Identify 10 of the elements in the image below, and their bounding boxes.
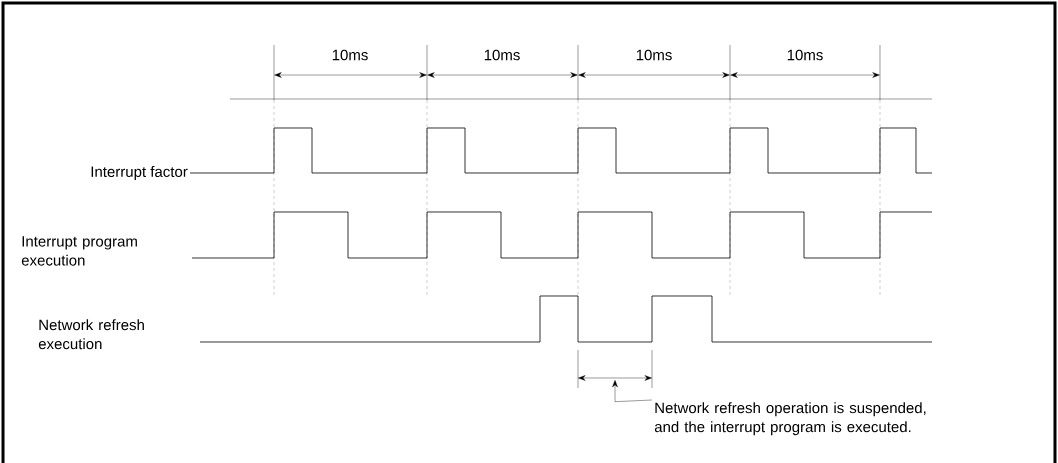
leader-line: [612, 380, 653, 402]
dimension-line: [578, 375, 652, 381]
dimension-label: 10ms: [482, 48, 522, 62]
dimension-label: 10ms: [634, 48, 674, 62]
note-text: Network refresh operation is suspended, and the interrupt program is executed.: [654, 402, 926, 436]
dimension-label: 10ms: [330, 48, 370, 62]
dimension-label: 10ms: [785, 48, 825, 62]
signal-label: Interrupt factor: [91, 166, 188, 180]
signal-label: Interrupt program execution: [21, 236, 137, 266]
signal-label: Network refresh execution: [38, 319, 144, 350]
